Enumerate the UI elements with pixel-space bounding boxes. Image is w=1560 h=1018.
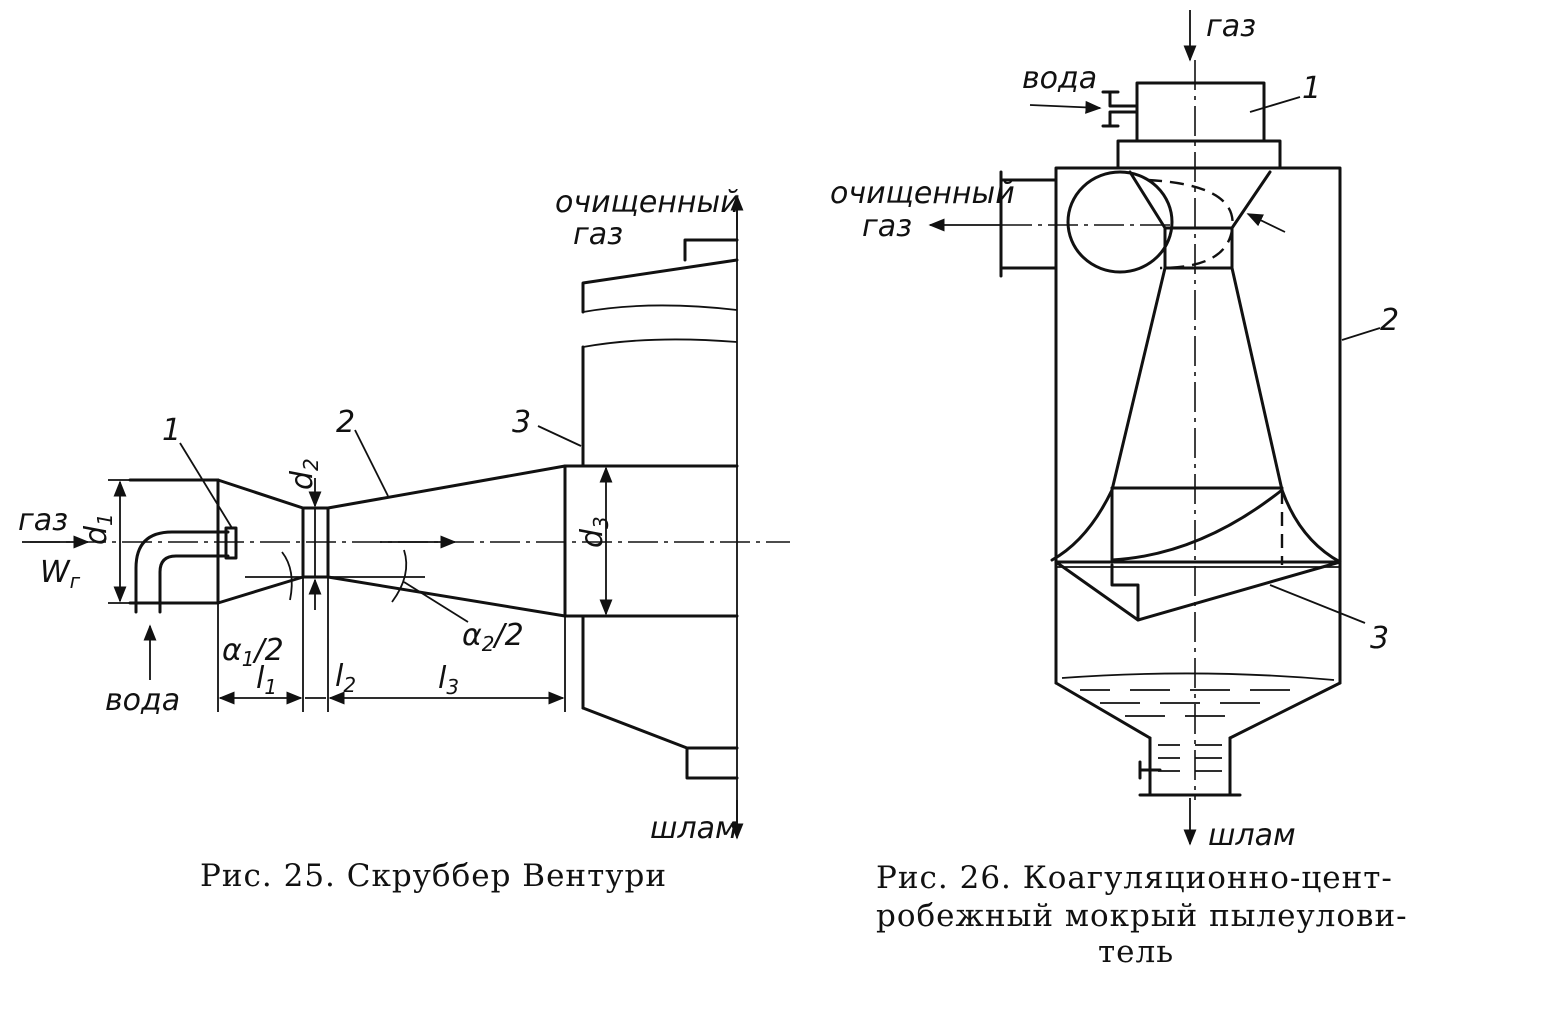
label-gas-in: газ: [1206, 9, 1256, 44]
flow-arrow: [1246, 213, 1286, 233]
angle-alpha2-arc: [391, 549, 408, 603]
bottom-cone: [1054, 681, 1342, 740]
label-part-1: 1: [162, 413, 181, 448]
diffuser-top: [326, 464, 567, 510]
label-clean-gas-2: газ: [862, 209, 912, 244]
label-alpha1: α1/2: [222, 633, 284, 671]
diffuser-bottom: [326, 575, 567, 618]
label-d3: d3: [575, 516, 613, 548]
label-water-in: вода: [105, 683, 180, 718]
label-part-3: 3: [512, 405, 531, 440]
label-gas-velocity: Wг: [40, 555, 81, 593]
label-clean-gas-1: очищенный: [555, 185, 740, 220]
leader-1: [1249, 96, 1301, 113]
label-l2: l2: [335, 659, 356, 697]
water-arrow: [1029, 100, 1102, 114]
label-water-in: вода: [1022, 61, 1097, 96]
caption-figure-26-line3: тель: [1098, 934, 1174, 970]
swirl-chamber: [1066, 170, 1174, 274]
label-part-2: 2: [336, 405, 355, 440]
separator-bottom-cone: [581, 706, 739, 750]
caption-figure-26-line2: робежный мокрый пылеулови-: [876, 898, 1408, 934]
figure-25-venturi-scrubber: газ Wг вода очищенный газ шлам d1 d2 d3 …: [18, 185, 790, 894]
dim-l-ext: [217, 577, 566, 712]
leader-1: [179, 442, 233, 529]
head-base: [1116, 139, 1282, 170]
inner-curve: [1110, 486, 1284, 562]
confuser-top: [216, 478, 305, 510]
connecting-pipe: [563, 464, 739, 618]
label-d2: d2: [285, 458, 323, 490]
label-clean-gas-1: очищенный: [830, 176, 1015, 211]
angle-alpha1-arc: [281, 551, 293, 601]
separator-top-break: [582, 304, 738, 348]
leader-2: [1341, 327, 1381, 341]
separator-top-cone: [581, 258, 739, 314]
drain-valve: [1138, 760, 1162, 780]
label-l3: l3: [438, 661, 459, 699]
separator-bottom-neck: [685, 746, 739, 780]
tray: [1054, 560, 1342, 622]
label-d1: d1: [79, 513, 117, 545]
leader-2: [354, 429, 389, 497]
leader-alpha2: [403, 581, 469, 623]
clean-gas-outlet: [999, 170, 1058, 278]
diffuser-cone: [1110, 266, 1284, 492]
label-sludge: шлам: [1208, 818, 1296, 853]
liquid-surface: [1061, 672, 1335, 681]
label-gas-in: газ: [18, 503, 68, 538]
diffuser-flare: [1050, 488, 1342, 564]
water-nozzle: [1101, 90, 1139, 128]
label-part-1: 1: [1302, 71, 1321, 106]
label-sludge: шлам: [650, 811, 738, 846]
leader-3: [537, 425, 582, 447]
label-clean-gas-2: газ: [573, 217, 623, 252]
label-part-3: 3: [1370, 621, 1389, 656]
separator-top-neck: [683, 238, 739, 262]
label-l1: l1: [256, 661, 277, 699]
tray-step: [1110, 563, 1140, 622]
water-nozzle: [134, 530, 230, 614]
figure-26-wet-dust-collector: газ вода очищенный газ шлам 1 2 3 Рис. 2…: [830, 9, 1408, 970]
caption-figure-26-line1: Рис. 26. Коагуляционно-цент-: [876, 860, 1393, 896]
leader-3: [1269, 584, 1366, 624]
nozzle-tip: [224, 526, 238, 560]
drain-neck: [1138, 736, 1242, 797]
head-block: [1135, 81, 1266, 143]
confuser-bottom: [216, 575, 305, 605]
label-alpha2: α2/2: [462, 618, 524, 656]
label-part-2: 2: [1380, 303, 1399, 338]
inner-throat: [1163, 226, 1234, 270]
vessel-body: [1054, 166, 1342, 685]
liquid-hatching: [1080, 689, 1290, 772]
caption-figure-25: Рис. 25. Скруббер Вентури: [200, 858, 667, 894]
